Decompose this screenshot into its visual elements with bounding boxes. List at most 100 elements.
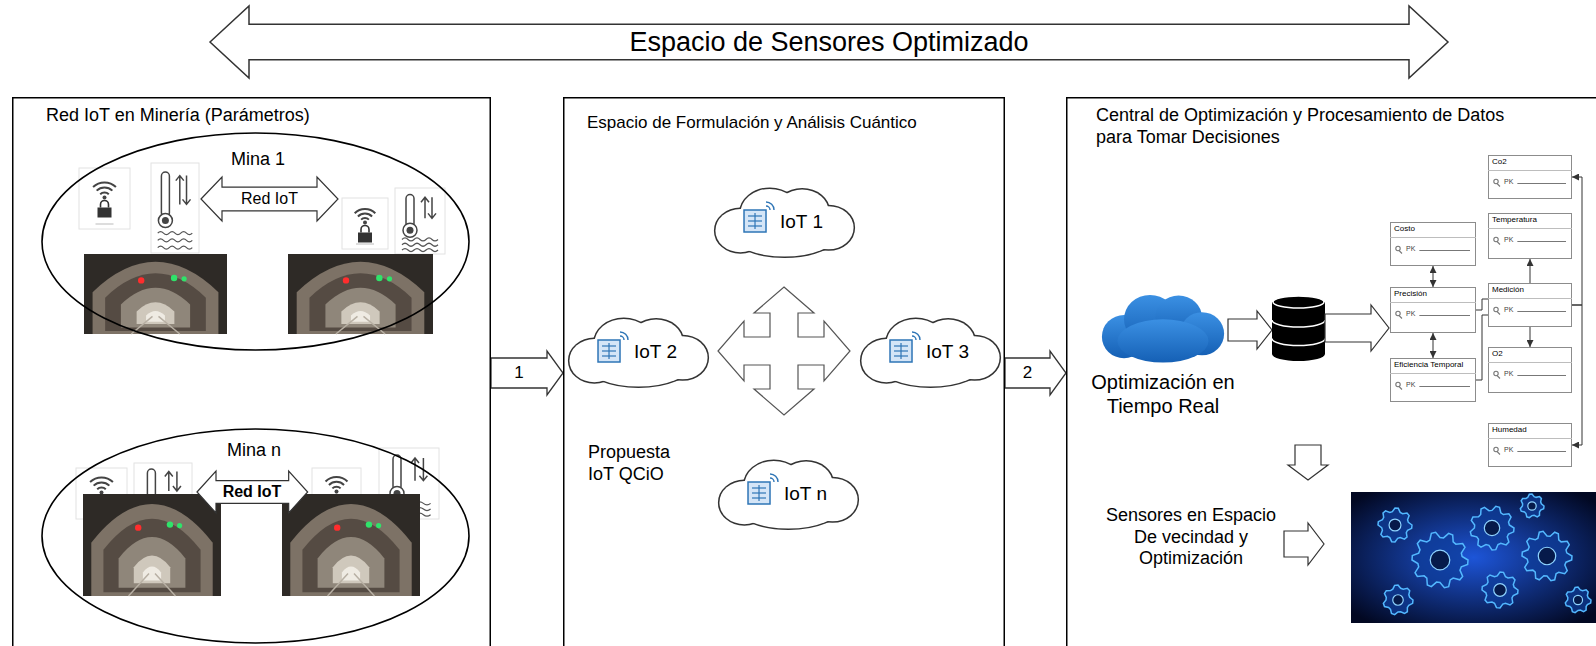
mine-tunnel-photo — [288, 254, 433, 334]
text-slot: PK — [1406, 381, 1415, 389]
wifi-arc — [361, 218, 369, 220]
rail — [328, 574, 375, 596]
up-arrow — [411, 458, 419, 481]
gear — [1522, 531, 1572, 580]
connector — [1476, 299, 1488, 310]
db-band — [1272, 320, 1325, 327]
text-slot: Medición — [1492, 285, 1524, 295]
green-light — [387, 276, 392, 281]
text-slot: Mina 1 — [231, 149, 285, 171]
chip-signal — [766, 206, 770, 210]
double-arrow-banner: Espacio de Sensores Optimizado — [209, 5, 1449, 79]
chip-trace — [754, 213, 755, 229]
connector — [1476, 315, 1488, 380]
db-body — [1272, 302, 1325, 354]
wifi-lock-icon — [342, 198, 388, 249]
text-slot: Red IoT — [223, 482, 282, 501]
text-slot: Precisión — [1394, 289, 1427, 299]
chip-trace — [608, 343, 609, 359]
key-icon — [1399, 251, 1402, 254]
mine-tunnel-photo — [84, 254, 227, 334]
cloud-fill — [1118, 319, 1209, 362]
chip-signal — [912, 336, 916, 340]
table-frame — [1489, 214, 1572, 259]
text-slot: IoT 3 — [926, 341, 969, 364]
text-slot: PK — [1406, 245, 1415, 253]
key-icon — [1494, 307, 1498, 311]
block-arrow-shape — [1228, 311, 1272, 349]
chip-signal — [912, 332, 920, 340]
gear-hub — [1538, 547, 1556, 565]
text-slot: Co2 — [1492, 157, 1507, 167]
four-way-arrow — [718, 287, 850, 415]
panel: Espacio de Formulación y Análisis Cuánti… — [563, 97, 1005, 646]
tunnel-arch — [121, 288, 190, 328]
node-text: O2 — [1492, 349, 1503, 359]
text-slot: Mina n — [227, 440, 281, 462]
wave-line — [158, 246, 193, 249]
tunnel-arch — [134, 556, 170, 584]
callout-number: 1 — [512, 363, 525, 383]
chip-group — [744, 202, 774, 232]
tunnel-arch — [325, 288, 395, 328]
double-arrow-banner: Red IoT — [196, 470, 309, 514]
cloud-shape — [1102, 295, 1224, 363]
text-slot: Eficiencia Temporal — [1394, 360, 1463, 370]
mine-ellipse: Mina 1 Red IoT — [41, 132, 470, 351]
node-text: IoT 1 — [780, 211, 823, 234]
node-text: Precisión — [1394, 289, 1427, 299]
cloud-shape — [719, 461, 857, 529]
chip-icon — [748, 482, 770, 504]
node-text: Temperatura — [1492, 215, 1537, 225]
key-icon — [1494, 237, 1498, 241]
icon-base — [356, 244, 374, 245]
icon-frame — [342, 198, 388, 249]
wifi-arc — [93, 182, 116, 187]
chip-group — [748, 474, 778, 504]
iot-cloud: IoT 1 — [711, 186, 858, 258]
cloud-shape — [861, 319, 999, 387]
node-outline — [12, 97, 491, 646]
gear — [1565, 587, 1591, 613]
wifi-dot — [335, 490, 339, 494]
wifi-lock-icon — [79, 168, 130, 229]
node-text: Espacio de Sensores Optimizado — [629, 26, 1028, 58]
block-arrow — [1005, 351, 1066, 395]
gear-hub — [1430, 550, 1450, 570]
gear — [1482, 572, 1518, 608]
field-dashes — [1517, 375, 1566, 376]
entity-table: Co2PK — [1488, 155, 1572, 199]
chip-signal — [770, 474, 778, 482]
mine-tunnel-photo — [83, 494, 221, 596]
icon-frame — [395, 188, 445, 254]
node-text: Red IoT — [223, 482, 282, 501]
thermometer-fill — [407, 227, 414, 234]
chip-signal — [770, 478, 774, 482]
chip-signal — [620, 332, 628, 340]
key-icon — [1494, 179, 1498, 183]
cloud-shape — [715, 189, 853, 257]
table-divider — [1488, 298, 1572, 299]
cloud-node: Optimización en Tiempo Real — [1080, 290, 1246, 420]
double-arrow-banner: Red IoT — [200, 176, 339, 222]
iot-cloud: IoT 3 — [857, 316, 1004, 388]
down-arrow — [428, 197, 436, 218]
node-text: IoT 2 — [634, 341, 677, 364]
text-slot: Temperatura — [1492, 215, 1537, 225]
gear-hub — [1389, 519, 1401, 531]
up-arrow — [421, 197, 429, 218]
key-icon — [1399, 387, 1402, 390]
photo-ground — [282, 494, 420, 596]
entity-table: PrecisiónPK — [1390, 287, 1476, 333]
label-slot: Sensores en Espacio De vecindad y Optimi… — [1101, 505, 1281, 570]
node-text: Eficiencia Temporal — [1394, 360, 1463, 370]
wifi-dot — [103, 196, 107, 200]
entity-table: TemperaturaPK — [1488, 213, 1572, 259]
chip-trace — [758, 485, 759, 501]
node-text: PK — [1504, 178, 1513, 186]
green-light — [171, 275, 177, 281]
panel-border — [13, 98, 491, 646]
mine-tunnel-photo — [282, 494, 420, 596]
